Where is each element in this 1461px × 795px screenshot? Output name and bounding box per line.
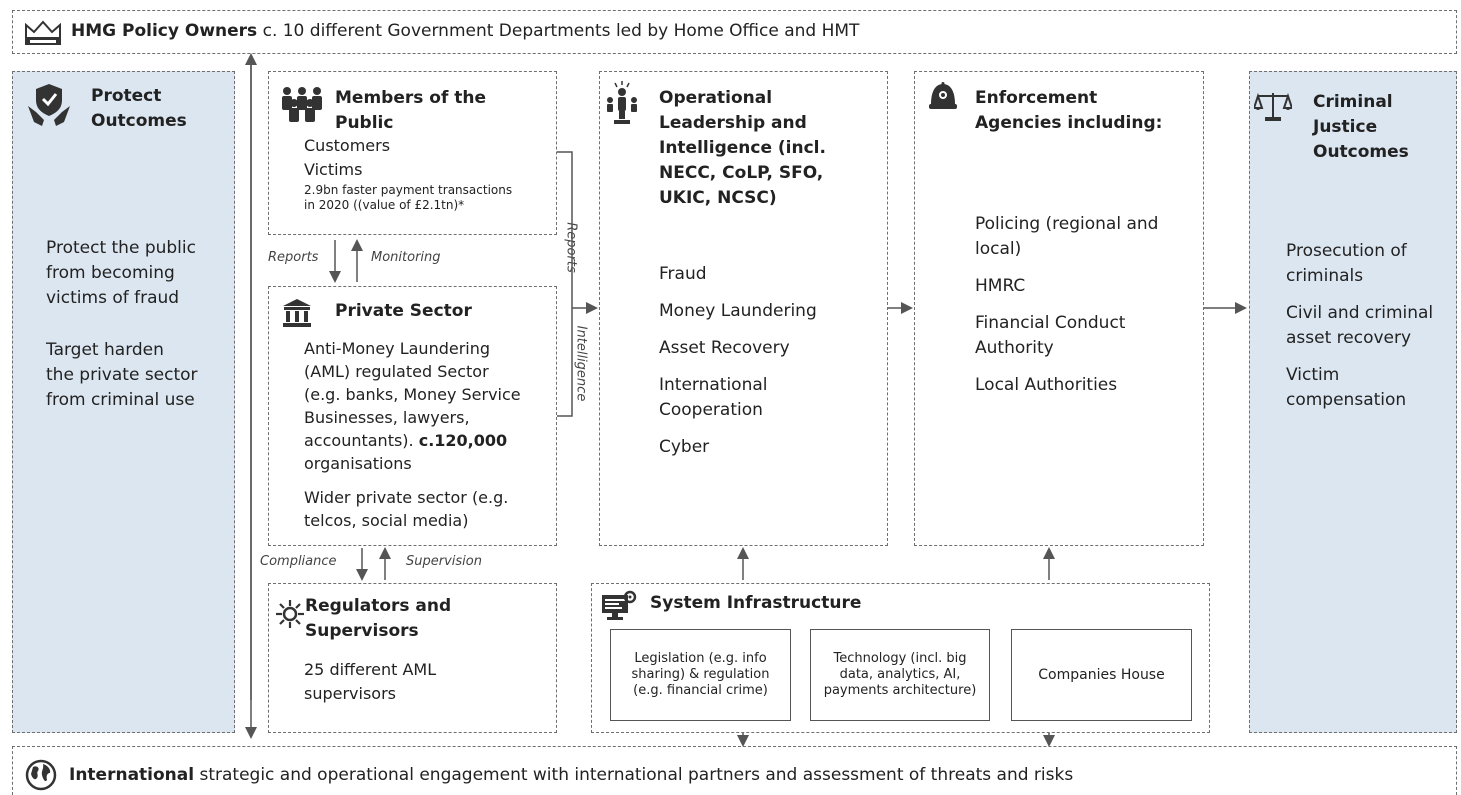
private-aml-3: (e.g. banks, Money Service: [304, 385, 521, 404]
globe-icon: [25, 759, 57, 791]
label-intelligence: Intelligence: [573, 325, 589, 402]
regulators-title-1: Regulators and: [305, 596, 452, 616]
criminal-title-2: Justice: [1313, 117, 1378, 137]
members-of-public-box: Members of the Public Customers Victims …: [268, 71, 557, 235]
private-wider-2: telcos, social media): [304, 511, 469, 530]
protect-outcomes-panel: Protect Outcomes Protect the public from…: [12, 71, 235, 733]
operational-item-money-laundering: Money Laundering: [659, 301, 817, 321]
public-item-victims: Victims: [304, 160, 363, 179]
bottom-banner-bold: International: [69, 765, 195, 785]
public-note-1: 2.9bn faster payment transactions: [304, 183, 513, 197]
protect-text-1c: victims of fraud: [46, 288, 180, 308]
computer-gear-icon: [602, 590, 637, 620]
label-supervision: Supervision: [406, 554, 482, 569]
protect-title-1: Protect: [91, 86, 162, 106]
operational-title-4: NECC, CoLP, SFO,: [659, 163, 824, 183]
enforcement-title-1: Enforcement: [975, 88, 1098, 108]
operational-title-3: Intelligence (incl.: [659, 138, 826, 158]
operational-title-5: UKIC, NCSC): [659, 188, 777, 208]
protect-text-2b: the private sector: [46, 365, 198, 385]
criminal-item-asset-recovery: Civil and criminal asset recovery: [1286, 303, 1434, 348]
regulators-text-1: 25 different AML: [304, 660, 437, 679]
protect-text-2a: Target harden: [46, 340, 164, 360]
regulators-text-2: supervisors: [304, 684, 397, 703]
label-report-s: Reports: [563, 222, 579, 273]
operational-item-fraud: Fraud: [659, 264, 707, 284]
public-item-customers: Customers: [304, 136, 391, 155]
label-monitoring: Monitoring: [371, 250, 441, 265]
criminal-item-prosecution: Prosecution of criminals: [1286, 241, 1407, 286]
operational-item-cyber: Cyber: [659, 437, 710, 457]
public-title-1: Members of the: [335, 88, 487, 108]
enforcement-item-policing: Policing (regional and local): [975, 214, 1159, 259]
top-banner-bold: HMG Policy Owners: [71, 21, 258, 41]
bottom-banner-text: strategic and operational engagement wit…: [194, 765, 1074, 785]
system-infrastructure-box: System Infrastructure Legislation (e.g. …: [591, 583, 1210, 733]
public-note-2: in 2020 ((value of £2.1tn)*: [304, 198, 465, 212]
operational-item-international: International Cooperation: [659, 375, 768, 420]
operational-leadership-box: Operational Leadership and Intelligence …: [599, 71, 888, 546]
regulators-title-2: Supervisors: [305, 621, 419, 641]
criminal-title-3: Outcomes: [1313, 142, 1409, 162]
infrastructure-technology-box: Technology (incl. big data, analytics, A…: [810, 629, 990, 721]
crown-icon: [25, 20, 61, 45]
criminal-justice-panel: Criminal Justice Outcomes Prosecution of…: [1249, 71, 1457, 733]
private-aml-1: Anti-Money Laundering: [304, 339, 491, 358]
enforcement-item-local-authorities: Local Authorities: [975, 375, 1118, 395]
private-aml-5: accountants).: [304, 431, 419, 450]
enforcement-item-fca: Financial Conduct Authority: [975, 313, 1126, 358]
private-aml-count: c.120,000: [418, 431, 508, 450]
criminal-item-victim-compensation: Victim compensation: [1286, 365, 1407, 410]
private-sector-box: Private Sector Anti-Money Laundering (AM…: [268, 286, 557, 546]
regulators-box: Regulators and Supervisors 25 different …: [268, 583, 557, 733]
private-aml-2: (AML) regulated Sector: [304, 362, 489, 381]
police-helmet-icon: [929, 82, 957, 109]
public-title-2: Public: [335, 113, 394, 133]
shield-hands-icon: [28, 84, 70, 126]
protect-text-2c: from criminal use: [46, 390, 195, 410]
criminal-title-1: Criminal: [1313, 92, 1393, 112]
enforcement-title-2: Agencies including:: [975, 113, 1163, 133]
operational-title-2: Leadership and: [659, 113, 807, 133]
private-wider-1: Wider private sector (e.g.: [304, 488, 509, 507]
infrastructure-companies-house-box: Companies House: [1011, 629, 1192, 721]
operational-item-asset-recovery: Asset Recovery: [659, 338, 790, 358]
protect-text-1b: from becoming: [46, 263, 175, 283]
scales-icon: [1254, 92, 1292, 121]
private-aml-6: organisations: [304, 454, 412, 473]
gear-network-icon: [276, 600, 304, 628]
operational-title-1: Operational: [659, 88, 773, 108]
top-banner: HMG Policy Owners c. 10 different Govern…: [12, 10, 1457, 54]
infrastructure-title: System Infrastructure: [650, 593, 862, 613]
enforcement-agencies-box: Enforcement Agencies including: Policing…: [914, 71, 1204, 546]
label-reports: Reports: [268, 250, 319, 265]
protect-title-2: Outcomes: [91, 111, 187, 131]
label-compliance: Compliance: [260, 554, 337, 569]
top-banner-text: c. 10 different Government Departments l…: [257, 21, 860, 41]
enforcement-item-hmrc: HMRC: [975, 276, 1026, 296]
bank-building-icon: [283, 299, 311, 327]
leader-icon: [607, 81, 637, 124]
infrastructure-legislation-box: Legislation (e.g. info sharing) & regula…: [610, 629, 791, 721]
private-aml-4: Businesses, lawyers,: [304, 408, 470, 427]
private-sector-title: Private Sector: [335, 301, 472, 321]
people-group-icon: [282, 87, 322, 122]
protect-text-1a: Protect the public: [46, 238, 196, 258]
bottom-banner: International strategic and operational …: [12, 746, 1457, 795]
